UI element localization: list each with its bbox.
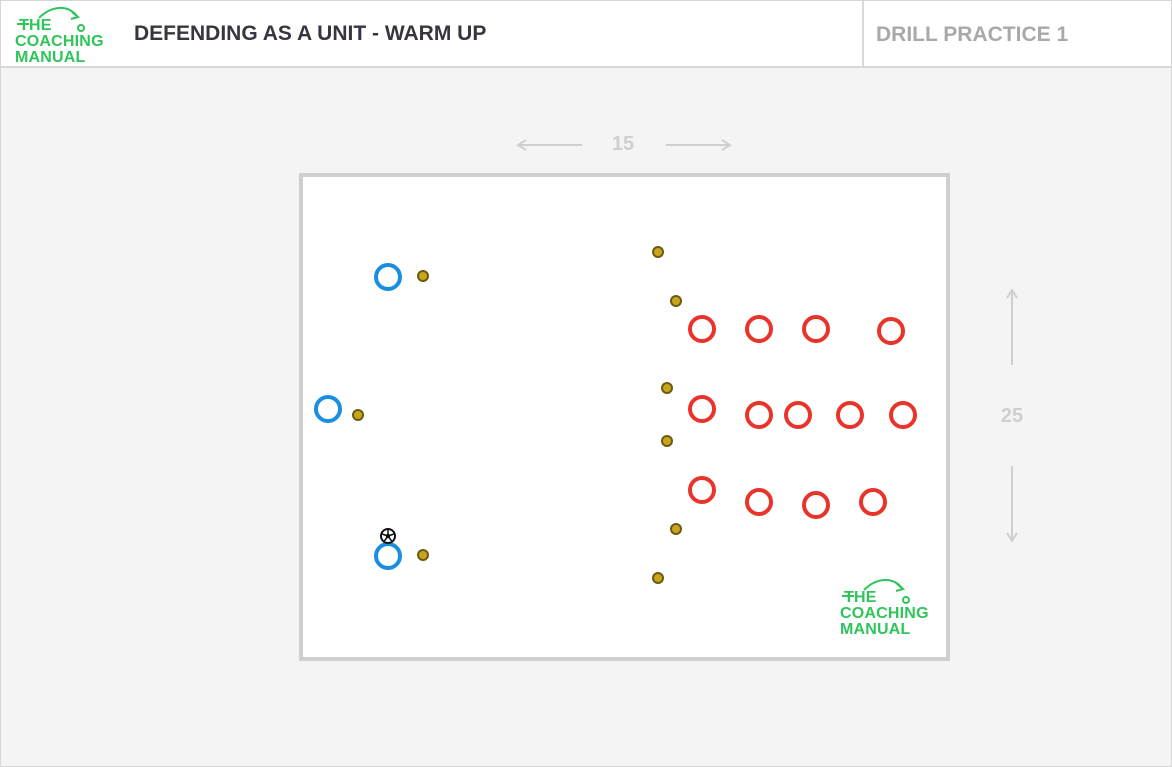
football	[380, 528, 396, 544]
pitch-logo: THE COACHING MANUAL	[840, 579, 929, 638]
cone-marker	[652, 572, 664, 584]
red-player	[802, 491, 830, 519]
logo-arrow-icon	[17, 7, 85, 32]
pitch-area	[299, 173, 950, 661]
coaching-manual-logo: THE COACHING MANUAL	[15, 7, 104, 66]
red-player	[877, 317, 905, 345]
cone-marker	[352, 409, 364, 421]
logo-line-1: THE	[19, 17, 52, 34]
red-player	[859, 488, 887, 516]
cone-marker	[670, 295, 682, 307]
cone-marker	[417, 549, 429, 561]
red-player	[836, 401, 864, 429]
header-bar: THE COACHING MANUAL DEFENDING AS A UNIT …	[1, 1, 1171, 68]
cone-marker	[661, 435, 673, 447]
red-player	[802, 315, 830, 343]
logo-line-2: COACHING	[840, 605, 929, 622]
cone-marker	[661, 382, 673, 394]
blue-player	[374, 263, 402, 291]
pitch-width-label: 15	[611, 133, 635, 155]
blue-player	[374, 542, 402, 570]
red-player	[688, 476, 716, 504]
red-player	[688, 315, 716, 343]
cone-markers	[352, 246, 682, 584]
cone-marker	[417, 270, 429, 282]
logo-line-1: THE	[844, 589, 877, 606]
drill-subtitle: DRILL PRACTICE 1	[876, 23, 1069, 46]
drill-title: DEFENDING AS A UNIT - WARM UP	[134, 22, 487, 45]
logo-line-2: COACHING	[15, 33, 104, 50]
red-player	[745, 315, 773, 343]
red-player	[688, 395, 716, 423]
height-arrow-up	[1006, 288, 1018, 365]
height-arrow-down	[1006, 466, 1018, 543]
width-arrow-right	[666, 139, 732, 151]
header-divider	[862, 1, 864, 66]
blue-team	[314, 263, 402, 570]
red-player	[889, 401, 917, 429]
logo-line-3: MANUAL	[840, 621, 911, 638]
pitch-height-label: 25	[1000, 405, 1024, 427]
width-arrow-left	[516, 139, 582, 151]
ball-icon	[380, 528, 396, 544]
red-team	[688, 315, 917, 519]
red-player	[745, 401, 773, 429]
red-player	[745, 488, 773, 516]
blue-player	[314, 395, 342, 423]
cone-marker	[652, 246, 664, 258]
cone-marker	[670, 523, 682, 535]
red-player	[784, 401, 812, 429]
logo-arrow-icon	[842, 579, 910, 604]
logo-line-3: MANUAL	[15, 49, 86, 66]
